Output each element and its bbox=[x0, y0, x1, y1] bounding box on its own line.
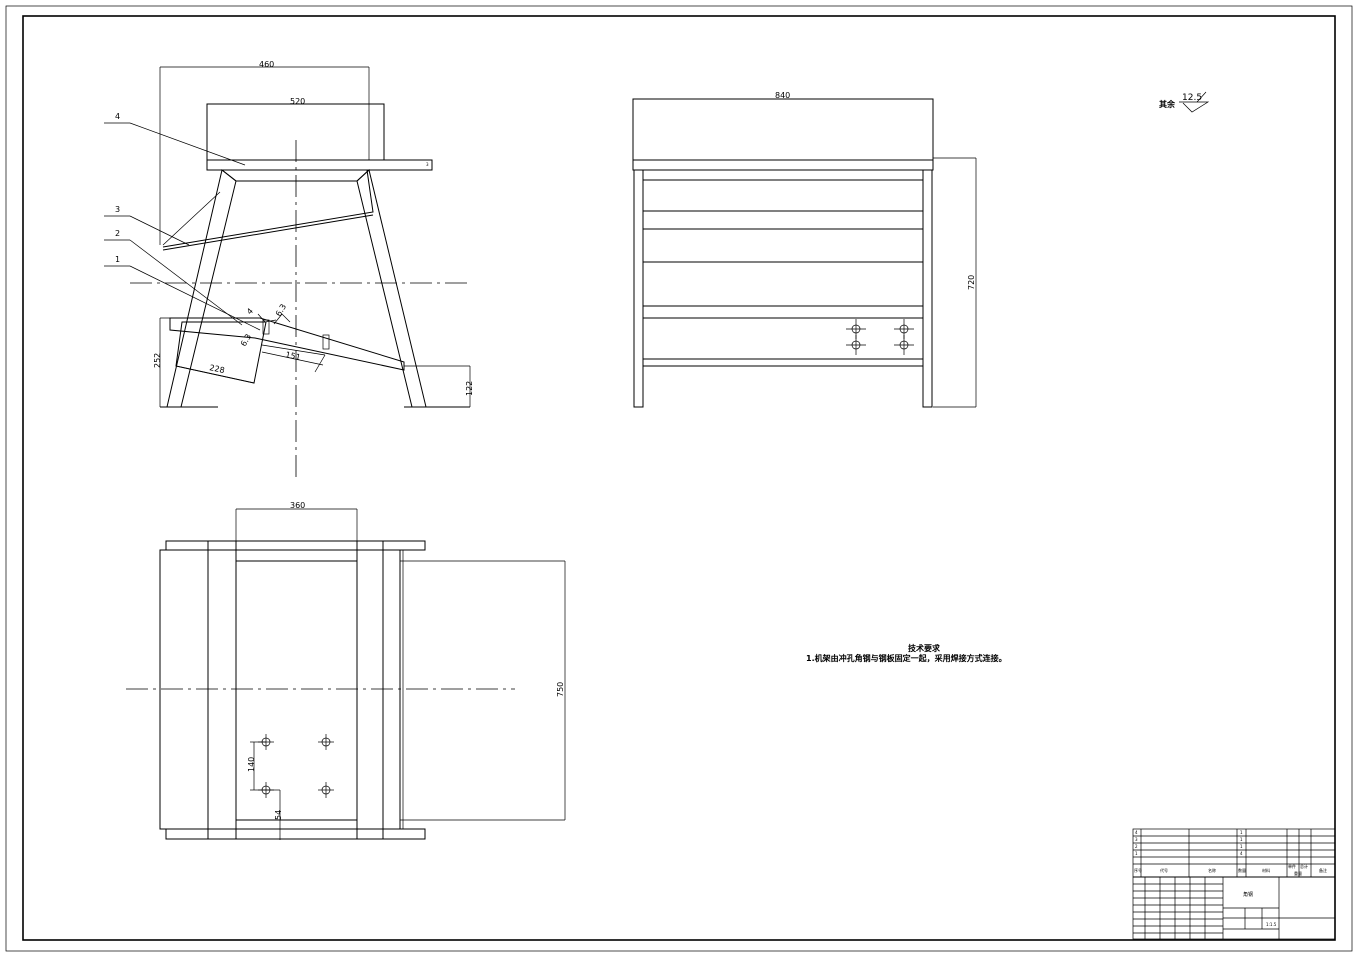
outer-border bbox=[5, 5, 1353, 952]
svg-text:1: 1 bbox=[1240, 837, 1243, 842]
svg-text:1: 1 bbox=[1240, 830, 1243, 835]
svg-text:4: 4 bbox=[1135, 830, 1138, 835]
tech-req-heading: 技术要求 bbox=[908, 643, 941, 653]
roughness-value: 12.5 bbox=[1182, 93, 1202, 103]
bolt-holes-plan bbox=[258, 734, 334, 798]
dim-plan-width: 360 bbox=[290, 501, 305, 510]
dim-plan-hole-spacing: 140 bbox=[247, 757, 256, 772]
header-total-weight: 总计 bbox=[1300, 863, 1308, 869]
weld-symbol-3: 4 bbox=[245, 306, 255, 316]
dim-plan-offset: 54 bbox=[274, 810, 283, 820]
svg-text:2: 2 bbox=[1135, 844, 1138, 849]
callout-1: 1 bbox=[115, 255, 120, 264]
svg-text:3: 3 bbox=[1135, 837, 1138, 842]
header-remark: 备注 bbox=[1319, 867, 1327, 873]
header-code: 代号 bbox=[1160, 867, 1168, 873]
header-material: 材料 bbox=[1262, 867, 1270, 873]
surface-roughness-symbol: 其余 12.5 bbox=[1159, 91, 1210, 113]
dim-side-top-width: 460 bbox=[259, 60, 274, 69]
dim-side-height-right: 122 bbox=[465, 381, 474, 396]
header-seq: 序号 bbox=[1134, 867, 1142, 873]
dim-side-height-left: 252 bbox=[153, 353, 162, 368]
svg-text:1: 1 bbox=[1240, 844, 1243, 849]
svg-text:1: 1 bbox=[1135, 851, 1138, 856]
side-view: 460 520 3 252 228 bbox=[104, 60, 474, 480]
header-weight: 重量 bbox=[1294, 870, 1302, 876]
table-plate bbox=[206, 159, 433, 171]
dim-side-length-151: 151 bbox=[285, 350, 302, 362]
front-view: 840 720 bbox=[632, 91, 977, 408]
title-block: 4 3 2 1 1 1 1 4 序号 代号 名称 数量 材料 单件 总计 重量 … bbox=[1132, 828, 1336, 940]
drawing-scale: 1:1.5 bbox=[1266, 922, 1277, 927]
drawing-name: 角钢 bbox=[1243, 891, 1253, 898]
roughness-label: 其余 bbox=[1159, 99, 1176, 109]
dim-front-height: 720 bbox=[967, 275, 976, 290]
svg-text:3: 3 bbox=[426, 162, 429, 167]
header-qty: 数量 bbox=[1238, 867, 1246, 873]
lower-brace bbox=[169, 317, 405, 371]
weld-symbol-2: 6.3 bbox=[239, 332, 253, 348]
svg-text:4: 4 bbox=[1240, 851, 1243, 856]
weld-symbol-1: 6.3 bbox=[274, 302, 288, 318]
inner-border bbox=[22, 15, 1336, 941]
dim-side-length-228: 228 bbox=[209, 363, 226, 375]
callout-4: 4 bbox=[115, 112, 120, 121]
callout-3: 3 bbox=[115, 205, 120, 214]
dim-side-table-width: 520 bbox=[290, 97, 305, 106]
header-name: 名称 bbox=[1208, 867, 1216, 873]
right-leg bbox=[356, 169, 427, 408]
dim-plan-length: 750 bbox=[556, 682, 565, 697]
technical-requirements: 技术要求 1.机架由冲孔角钢与钢板固定一起，采用焊接方式连接。 bbox=[806, 643, 1007, 663]
tech-req-item-1: 1.机架由冲孔角钢与钢板固定一起，采用焊接方式连接。 bbox=[806, 653, 1007, 663]
bolt-holes-front bbox=[846, 319, 914, 355]
callout-2: 2 bbox=[115, 229, 120, 238]
plan-view: 360 750 140 bbox=[126, 501, 566, 840]
dim-front-width: 840 bbox=[775, 91, 790, 100]
header-unit-weight: 单件 bbox=[1288, 863, 1296, 869]
